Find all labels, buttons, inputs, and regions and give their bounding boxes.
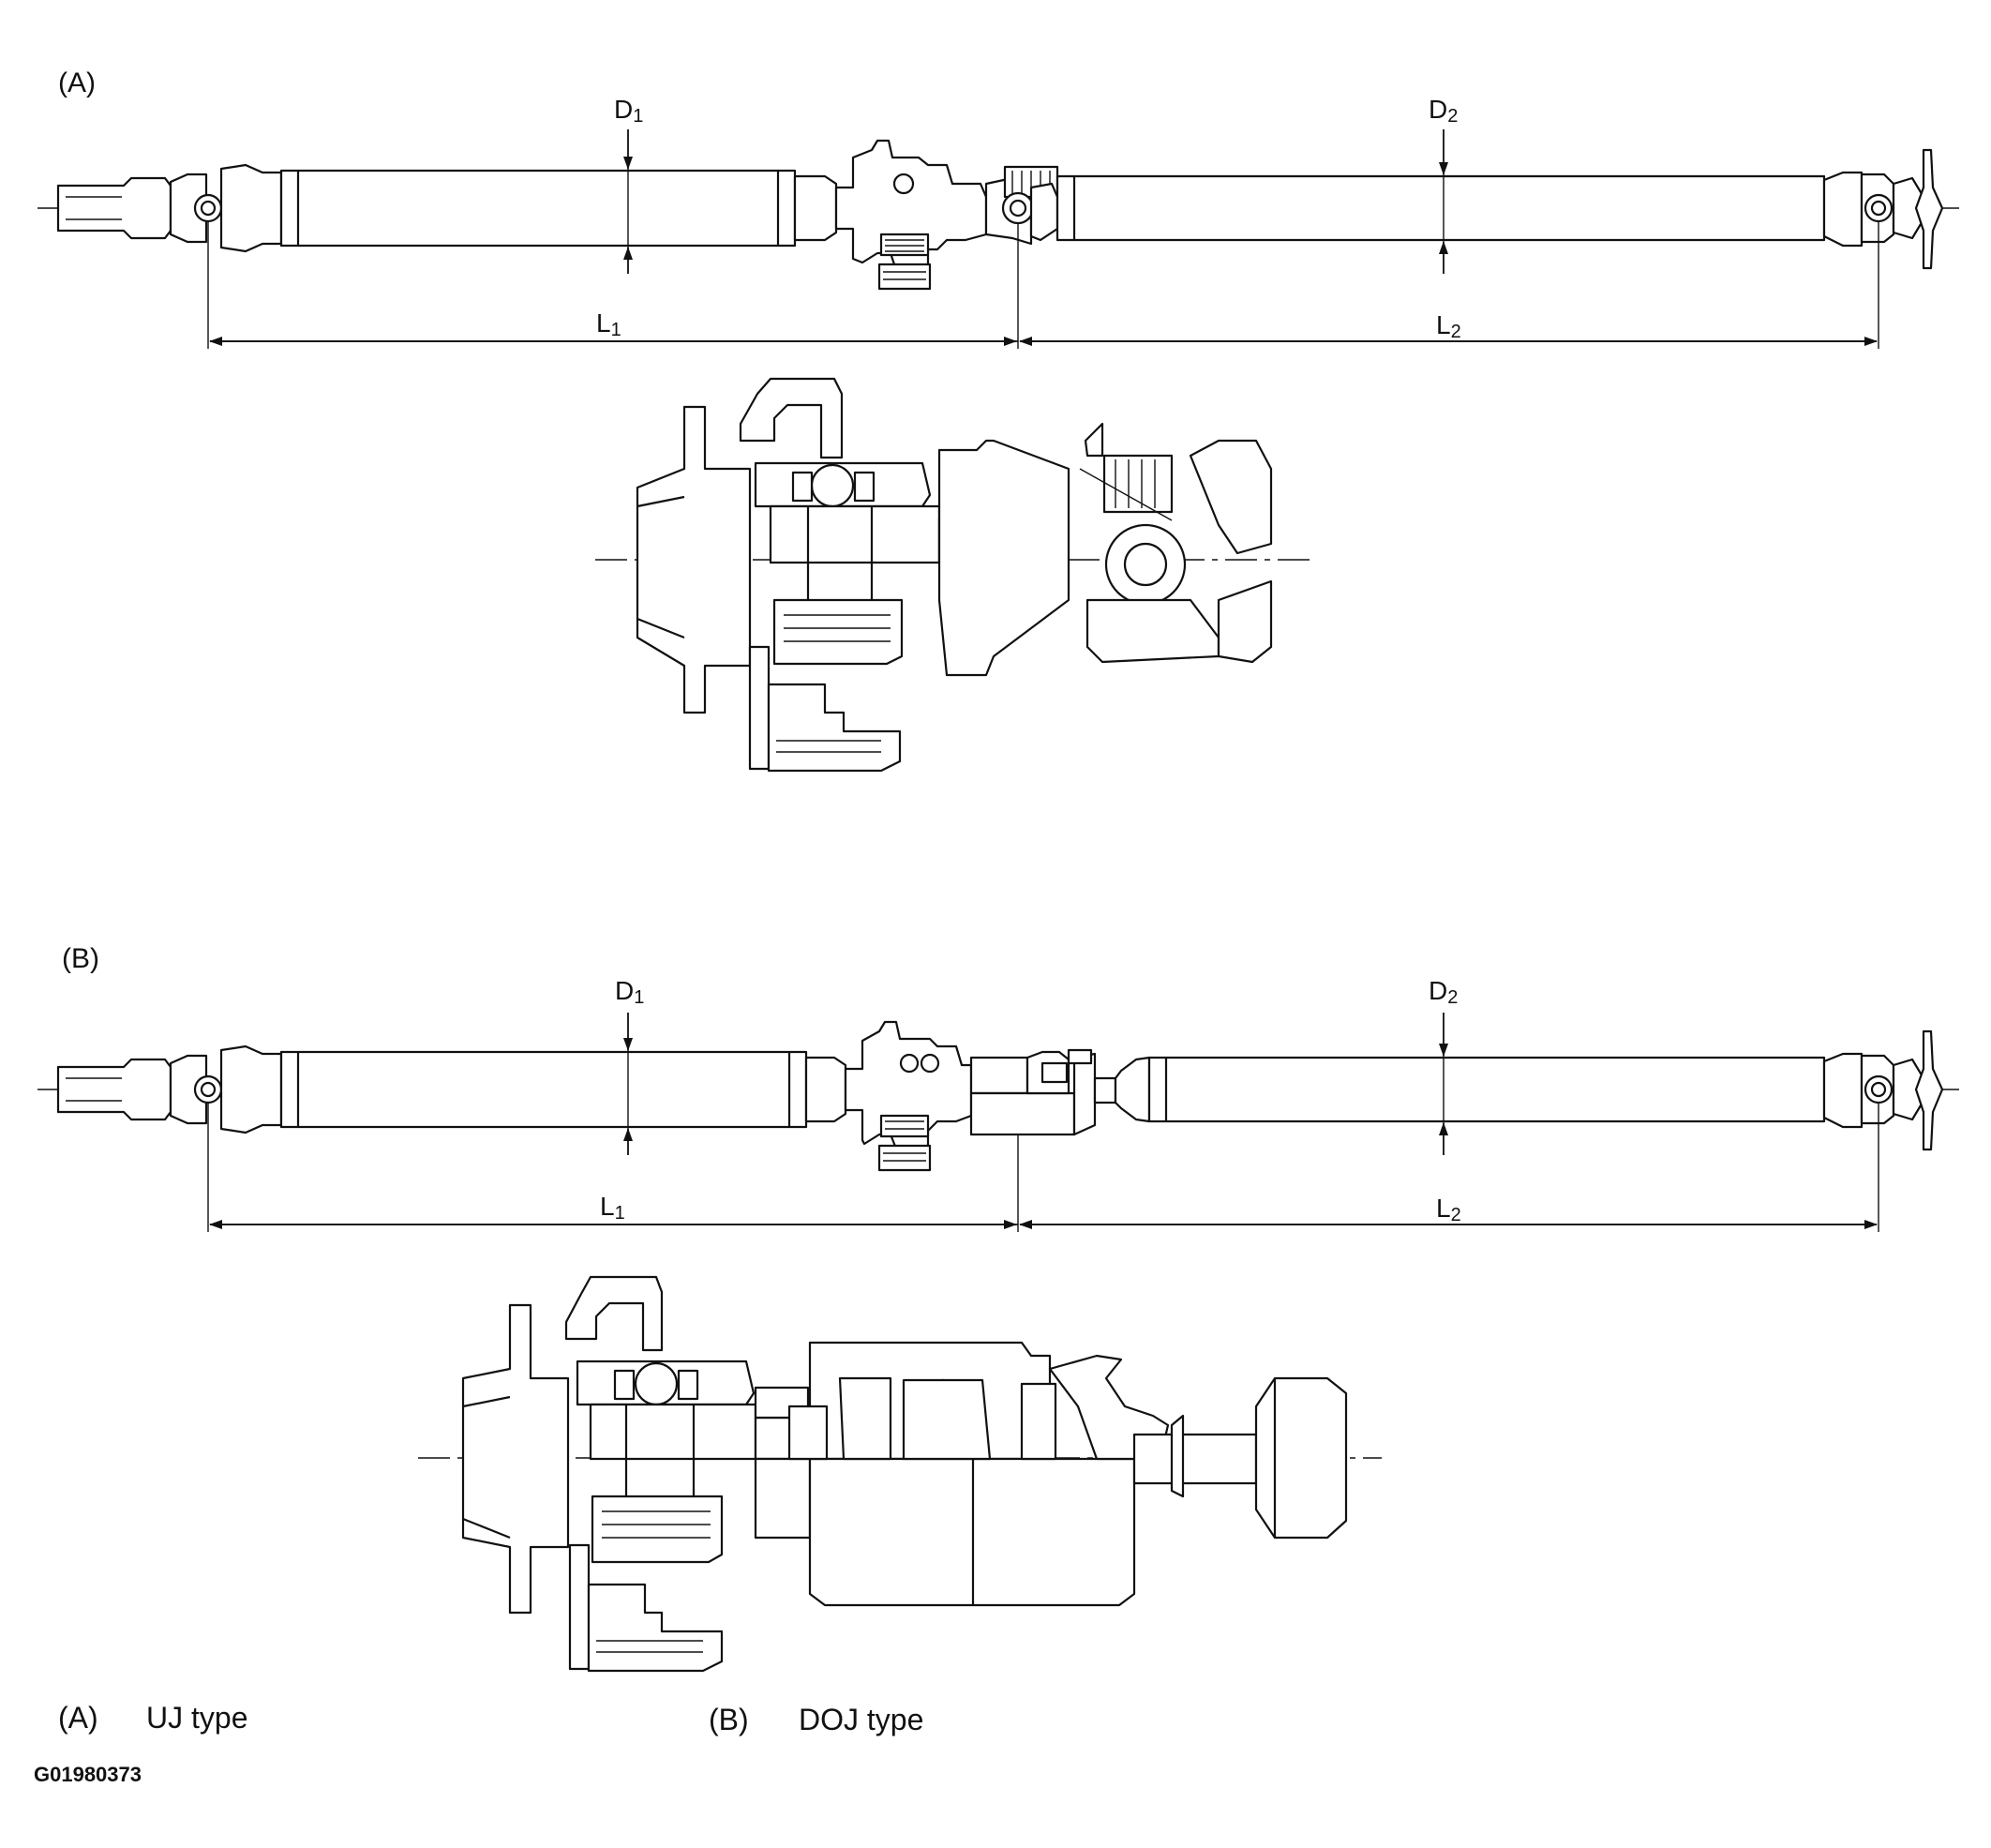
dim-d2-a-label: D: [1429, 95, 1447, 124]
dim-d1-b-sub: 1: [634, 987, 644, 1008]
dim-d1-b-label: D: [615, 976, 634, 1005]
dim-d2-b: D2: [1429, 976, 1458, 1155]
legend-a-text: UJ type: [146, 1701, 248, 1735]
figure-code: G01980373: [34, 1763, 142, 1786]
center-uj-a: [1001, 165, 1059, 242]
legend-b-text: DOJ type: [799, 1703, 924, 1736]
panel-b: (B): [37, 943, 1959, 1673]
panel-b-tag: (B): [62, 943, 99, 974]
rear-tube-a: [1055, 171, 1864, 248]
rear-tube-b: [1114, 1052, 1864, 1129]
dim-d2-a: D2: [1429, 95, 1458, 274]
front-yoke-b: [56, 1044, 283, 1134]
front-tube-b: [279, 1050, 847, 1129]
svg-text:L2: L2: [1436, 1194, 1461, 1225]
front-yoke-a: [56, 163, 283, 253]
rear-yoke-a: [1860, 148, 1944, 270]
panel-a: (A): [37, 68, 1959, 773]
panel-a-tag: (A): [58, 68, 96, 98]
center-bearing-a: [834, 139, 1033, 291]
rear-yoke-b: [1860, 1029, 1944, 1151]
svg-text:D1: D1: [615, 976, 644, 1008]
dim-d2-a-sub: 2: [1447, 106, 1458, 127]
svg-text:D2: D2: [1429, 976, 1458, 1008]
dim-l2-b-label: L: [1436, 1194, 1451, 1223]
center-bearing-b: [844, 1020, 973, 1172]
detail-section-a: [595, 377, 1312, 773]
dim-l-a: L1 L2: [207, 221, 1879, 349]
dim-d1-a: D1: [614, 95, 643, 274]
dim-d1-a-sub: 1: [633, 106, 643, 127]
doj-housing-b: [969, 1048, 1117, 1136]
dim-d2-b-label: D: [1429, 976, 1447, 1005]
dim-d1-b: D1: [615, 976, 644, 1155]
dim-l-b: L1 L2: [207, 1103, 1879, 1232]
dim-l1-a-sub: 1: [611, 320, 621, 340]
dim-l1-b-sub: 1: [615, 1203, 625, 1224]
dim-l2-a-sub: 2: [1451, 322, 1461, 342]
dim-l2-a-label: L: [1436, 310, 1451, 339]
svg-text:L1: L1: [600, 1192, 625, 1224]
legend-a-key: (A): [58, 1701, 98, 1735]
dim-d2-b-sub: 2: [1447, 987, 1458, 1008]
svg-text:L1: L1: [596, 308, 621, 340]
front-tube-a: [279, 169, 838, 248]
dim-l1-b-label: L: [600, 1192, 615, 1221]
svg-text:L2: L2: [1436, 310, 1461, 342]
legend-b-key: (B): [709, 1703, 749, 1736]
detail-section-b: [418, 1275, 1382, 1673]
dim-d1-a-label: D: [614, 95, 633, 124]
svg-text:D1: D1: [614, 95, 643, 127]
dim-l1-a-label: L: [596, 308, 611, 338]
dim-l2-b-sub: 2: [1451, 1205, 1461, 1225]
svg-text:D2: D2: [1429, 95, 1458, 127]
